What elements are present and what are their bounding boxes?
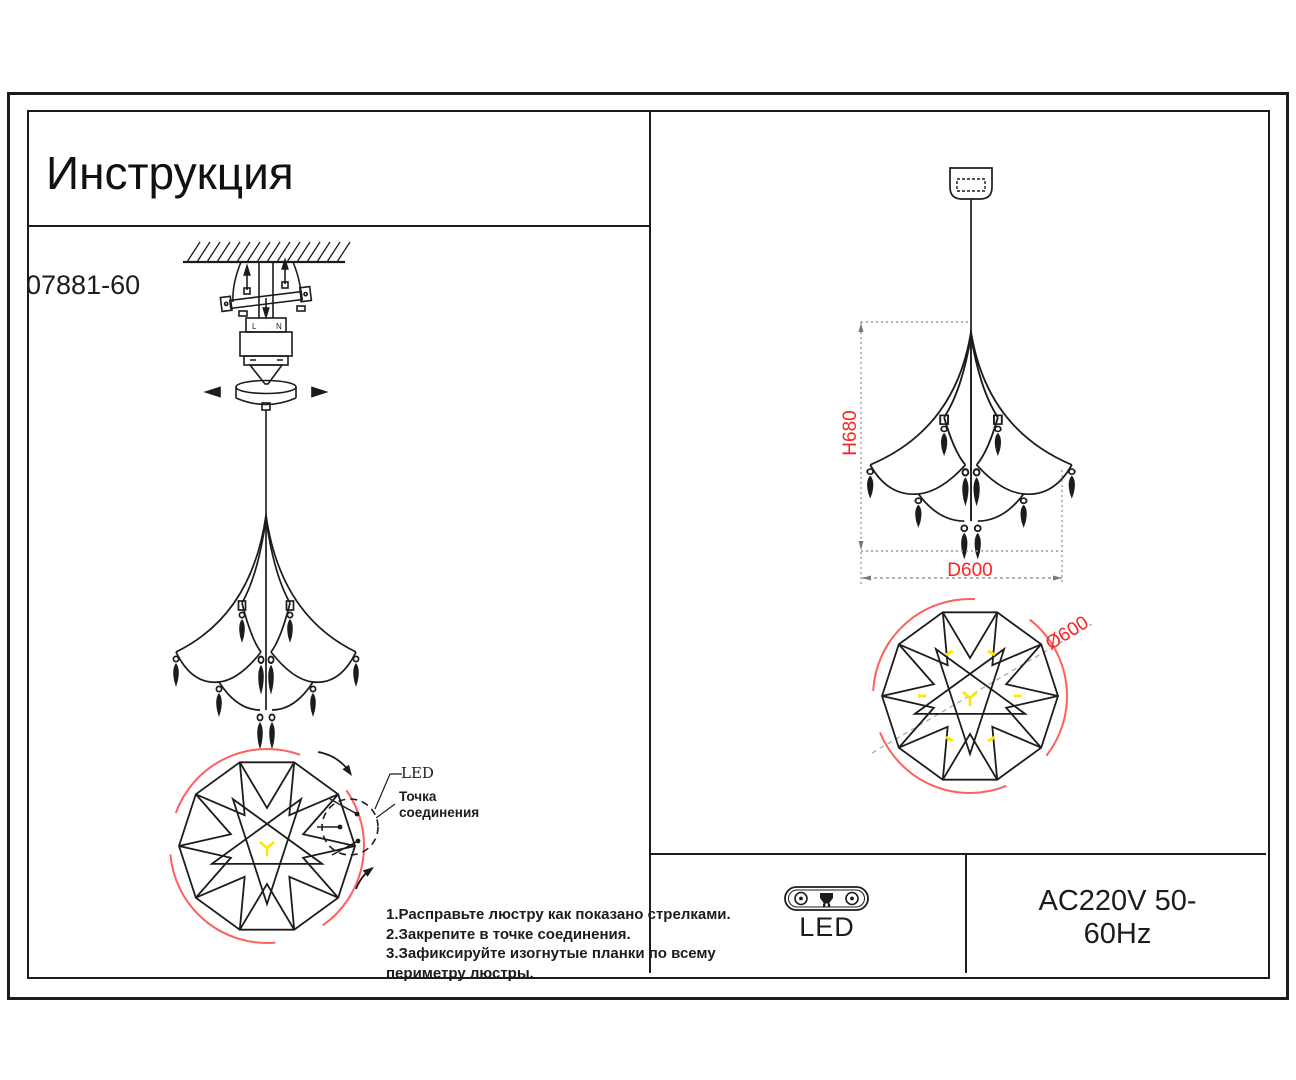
panel-divider [649,112,651,973]
title-cell [29,112,650,227]
spec-cell-divider [965,855,967,973]
led-text-label: LED [799,912,855,942]
content-frame [27,110,1270,979]
page-frame [7,92,1289,1000]
spec-table-top-border [651,853,1266,855]
dim-height-label: H680 [840,410,861,456]
power-spec-label: AC220V 50-60Hz [1038,885,1197,950]
connection-point-label: Точка соединения [399,789,480,820]
page-title: Инструкция [46,147,294,199]
model-number: 07881-60 [26,270,141,300]
assembly-instructions: 1.Расправьте люстру как показано стрелка… [386,906,731,982]
dim-diameter-label: D600 [947,560,993,581]
led-callout-label: LED [401,764,434,782]
